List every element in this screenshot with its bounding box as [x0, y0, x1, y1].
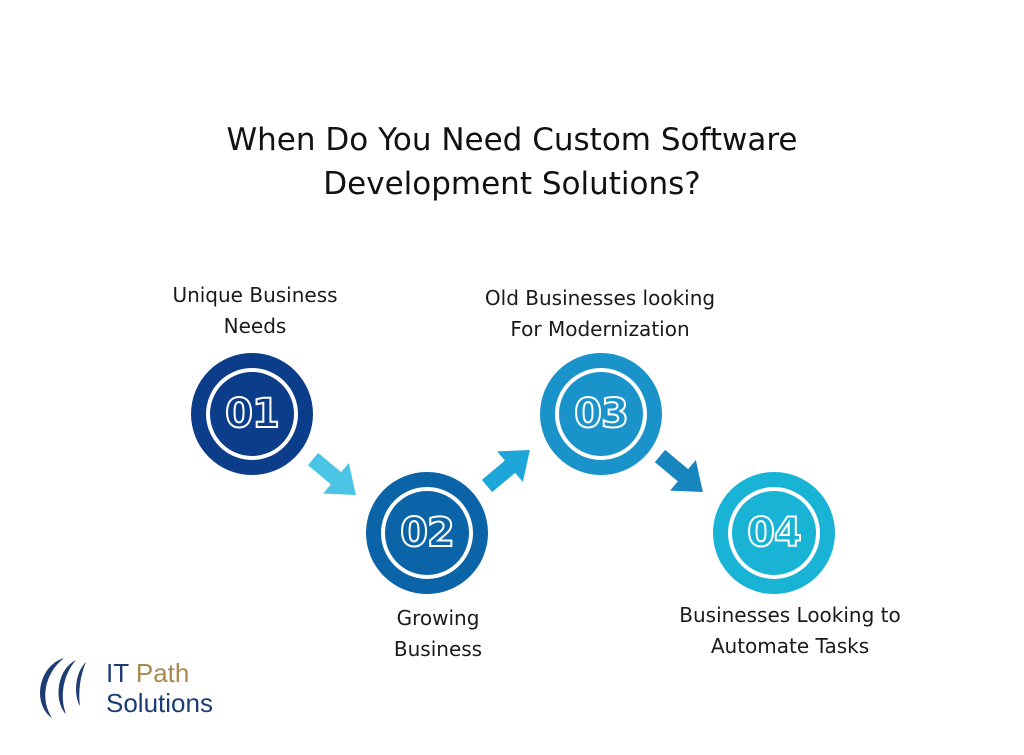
step-4-ring — [728, 487, 820, 579]
step-4-label-line-2: Automate Tasks — [710, 634, 870, 658]
step-2-ring — [381, 487, 473, 579]
step-2-number: 02 — [399, 509, 456, 557]
page-title: When Do You Need Custom Software Develop… — [0, 118, 1024, 206]
title-line-2: Development Solutions? — [323, 166, 701, 202]
step-1-circle: 01 — [191, 353, 313, 475]
step-4-number: 04 — [746, 509, 803, 557]
swoosh-logo-icon — [40, 658, 86, 718]
logo-word-path: Path — [135, 658, 190, 688]
arrow-2-to-3 — [481, 450, 530, 493]
step-3-number: 03 — [573, 390, 630, 438]
it-path-solutions-logo: IT Path Solutions — [30, 652, 250, 724]
step-3-circle: 03 — [540, 353, 662, 475]
logo-word-solutions: Solutions — [106, 688, 213, 718]
step-4-circle: 04 — [713, 472, 835, 594]
logo-line-2: Solutions — [106, 688, 213, 718]
arrow-1-to-2 — [307, 452, 356, 495]
step-2-label-line-1: Growing — [396, 606, 480, 630]
step-1-number: 01 — [224, 390, 281, 438]
step-3-label-line-1: Old Businesses looking — [484, 286, 716, 310]
step-1-label: Unique Business Needs — [135, 280, 375, 342]
step-2-label: Growing Business — [318, 603, 558, 665]
step-4-label-line-1: Businesses Looking to — [679, 603, 901, 627]
logo-word-it: IT — [106, 658, 129, 688]
logo-line-1: IT Path — [106, 658, 189, 688]
step-1-label-line-1: Unique Business — [172, 283, 338, 307]
step-2-label-line-2: Business — [393, 637, 483, 661]
arrow-3-to-4 — [654, 449, 703, 492]
step-4-label: Businesses Looking to Automate Tasks — [640, 600, 940, 662]
step-1-label-line-2: Needs — [223, 314, 287, 338]
step-3-ring — [555, 368, 647, 460]
step-3-label: Old Businesses looking For Modernization — [450, 283, 750, 345]
step-3-label-line-2: For Modernization — [510, 317, 690, 341]
step-2-circle: 02 — [366, 472, 488, 594]
step-1-ring — [206, 368, 298, 460]
title-line-1: When Do You Need Custom Software — [226, 122, 798, 158]
